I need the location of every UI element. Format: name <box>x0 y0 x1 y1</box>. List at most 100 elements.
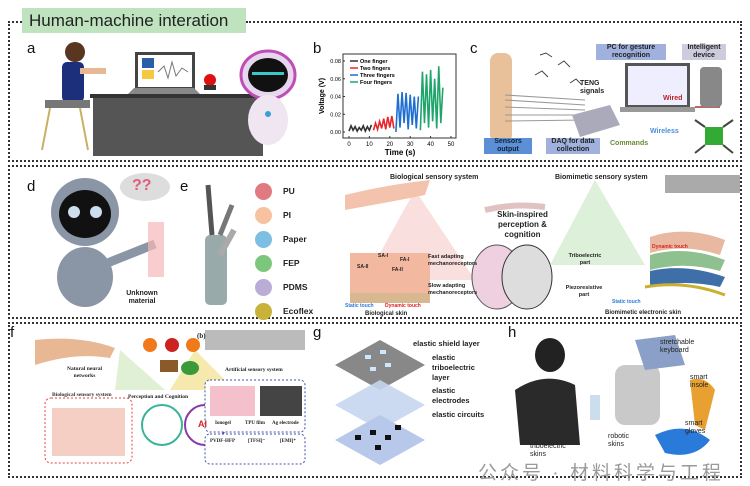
c-intelligent-device: Intelligent device <box>682 44 726 60</box>
row-frame-bottom <box>8 322 742 478</box>
x-tick-label: 10 <box>366 142 373 148</box>
x-tick-label: 50 <box>448 142 455 148</box>
f-ag: Ag electrode <box>272 421 299 426</box>
series-line-four-fingers <box>419 66 444 131</box>
legend-label: Two fingers <box>360 66 390 72</box>
f-tfsi: [TFSI]⁻ <box>248 439 266 444</box>
legend-swatch <box>255 303 272 320</box>
x-tick-label: 20 <box>386 142 393 148</box>
c-wired: Wired <box>663 95 683 102</box>
legend-label: Four fingers <box>360 80 392 86</box>
panel-a-illustration <box>41 42 297 156</box>
f-ai: AI <box>198 419 207 429</box>
f-emi: [EMI]⁺ <box>280 439 296 444</box>
f-artificial: Artificial sensory system <box>225 367 283 373</box>
g-layer-label: elastic shield layer <box>413 339 480 348</box>
series-line-one-finger <box>348 123 373 134</box>
skin-fa1: FA-I <box>400 257 410 263</box>
skin-piezo-part: Piezoresistive part <box>565 285 603 298</box>
h-gloves: smart gloves <box>685 420 706 435</box>
panel-h-illustration <box>515 335 715 455</box>
legend-label: Ecoflex <box>283 306 314 316</box>
panel-label-a: a <box>27 40 36 57</box>
legend-label: Paper <box>283 234 307 244</box>
d-question-marks: ?? <box>132 177 152 194</box>
top-frame-line-right <box>246 21 742 23</box>
x-tick-label: 30 <box>407 142 414 148</box>
series-line-three-fingers <box>395 92 420 133</box>
y-tick-label: 0.00 <box>330 130 341 136</box>
f-bio: Biological sensory system <box>52 392 112 398</box>
y-axis-label: Voltage (V) <box>319 78 326 114</box>
panel-label-b: b <box>313 40 322 57</box>
skin-fast: Fast adapting mechanoreceptors <box>428 254 478 267</box>
panel-label-f: f <box>10 324 15 341</box>
skin-tribo-part: Triboelectric part <box>568 253 602 266</box>
f-sub-b: (b) <box>197 332 206 340</box>
legend-swatch <box>255 207 272 224</box>
panel-c-illustration <box>490 52 734 154</box>
legend-swatch <box>255 231 272 248</box>
g-layer-label: elastic electrodes <box>432 386 470 405</box>
skin-bio-system: Biological sensory system <box>390 174 479 181</box>
skin-dynamic-touch: Dynamic touch <box>385 303 421 309</box>
skin-fa2: FA-II <box>392 267 403 273</box>
h-robotic: robotic skins <box>608 433 630 448</box>
series-line-two-fingers <box>372 115 395 133</box>
panel-d-robot <box>51 173 170 307</box>
f-natural: Natural neural networks <box>67 366 102 379</box>
y-tick-label: 0.08 <box>330 59 341 65</box>
x-tick-label: 0 <box>347 142 351 148</box>
skin-bio-skin: Biological skin <box>365 311 408 317</box>
x-axis-label: Time (s) <box>385 148 416 157</box>
h-insole: smart insole <box>690 374 709 389</box>
panel-label-e: e <box>180 178 189 195</box>
skin-slow: Slow adapting mechanoreceptors <box>428 283 478 296</box>
g-layer-label: elastic triboelectric layer <box>432 353 475 382</box>
skin-e-skin: Biomimetic electronic skin <box>605 310 682 316</box>
y-tick-label: 0.04 <box>330 95 341 101</box>
section-title: Human-machine interation <box>22 8 246 33</box>
skin-static-touch-right: Static touch <box>612 299 641 305</box>
skin-biomimetic-system: Biomimetic sensory system <box>555 174 648 181</box>
c-teng-signals: TENG signals <box>580 80 605 95</box>
legend-swatch <box>255 255 272 272</box>
c-daq: DAQ for data collection <box>546 138 600 154</box>
y-tick-label: 0.06 <box>330 77 341 83</box>
h-tribo: triboelectric skins <box>530 443 566 458</box>
h-keyboard: stretchable keyboard <box>660 339 695 354</box>
c-wireless: Wireless <box>650 128 679 135</box>
skin-center-title: Skin-inspired perception & cognition <box>497 210 548 239</box>
panel-label-g: g <box>313 324 322 341</box>
f-perception: Perception and Cognition <box>128 394 189 400</box>
panel-label-c: c <box>470 40 478 57</box>
skin-static-touch: Static touch <box>345 303 374 309</box>
legend-swatch <box>255 183 272 200</box>
legend-label: PI <box>283 210 292 220</box>
panel-label-h: h <box>508 324 517 341</box>
f-pvdf: PVDF-HFP <box>210 439 235 444</box>
watermark: 公众号 · 材料科学与工程 <box>478 463 724 484</box>
panel-f-illustration <box>35 330 306 465</box>
f-ionogel: Ionogel <box>215 421 231 426</box>
skin-sa2: SA-II <box>357 264 369 270</box>
panel-label-d: d <box>27 178 36 195</box>
c-pc: PC for gesture recognition <box>596 44 666 60</box>
c-sensors-output: Sensors output <box>484 138 532 154</box>
top-frame-line-left <box>8 21 22 23</box>
panel-g-layer-stack <box>335 340 425 465</box>
row-frame-top <box>8 21 742 162</box>
f-tpu: TPU film <box>245 421 265 426</box>
legend-label: PDMS <box>283 282 308 292</box>
c-commands: Commands <box>610 140 649 147</box>
d-unknown-material: Unknown material <box>126 290 158 305</box>
legend-label: Three fingers <box>360 73 395 79</box>
legend-label: PU <box>283 186 295 196</box>
skin-inspired-illustration <box>345 175 740 310</box>
g-layer-label: elastic circuits <box>432 410 485 419</box>
panel-e-robot-hand <box>205 184 237 305</box>
x-tick-label: 40 <box>427 142 434 148</box>
skin-sa1: SA-I <box>378 253 388 259</box>
legend-label: One finger <box>360 59 388 65</box>
